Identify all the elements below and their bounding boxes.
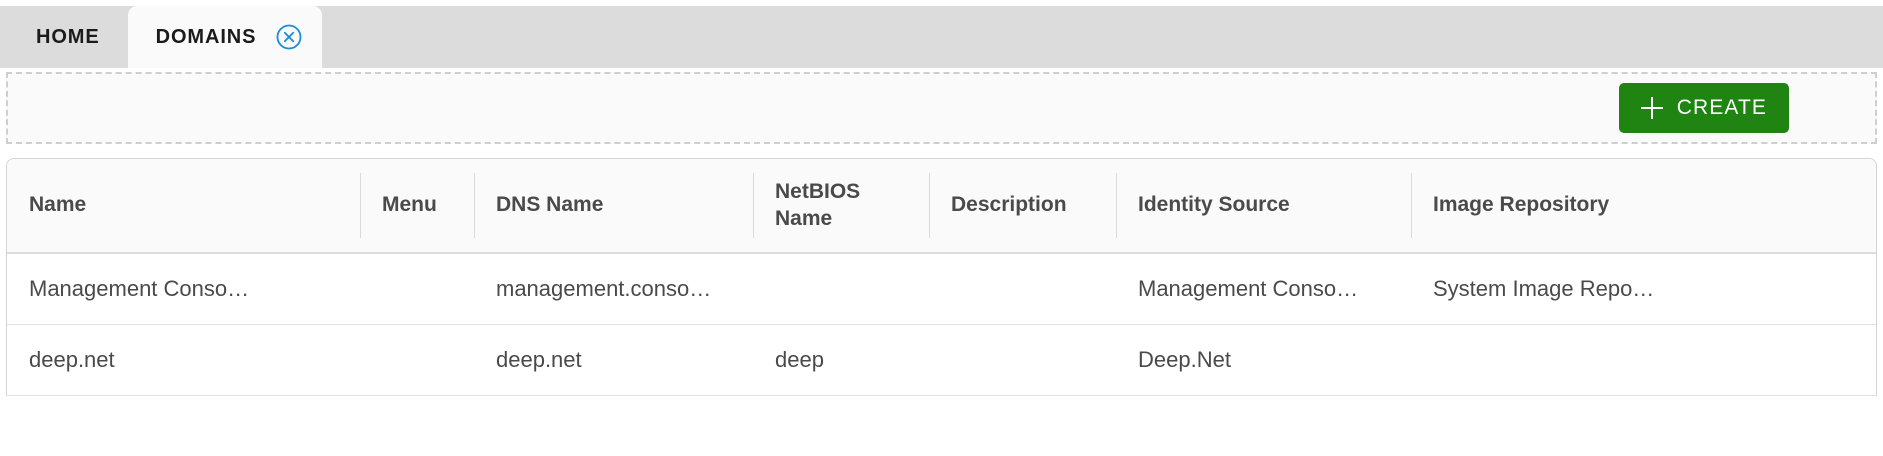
cell-menu[interactable] <box>360 324 474 395</box>
column-header-desc[interactable]: Description <box>929 159 1116 253</box>
cell-netbios: deep <box>775 346 824 372</box>
cell-desc <box>929 253 1116 324</box>
column-header-menu[interactable]: Menu <box>360 159 474 253</box>
create-button-label: CREATE <box>1676 96 1767 119</box>
column-header-dns[interactable]: DNS Name <box>474 159 753 253</box>
column-header-netbios[interactable]: NetBIOS Name <box>753 159 929 253</box>
cell-name: Management Conso… <box>29 275 250 301</box>
table-row[interactable]: deep.net deep.net deep Deep.Net <box>7 324 1876 395</box>
cell-dns: deep.net <box>496 346 582 372</box>
cell-identity: Deep.Net <box>1138 346 1231 372</box>
close-circle-icon[interactable] <box>274 22 304 52</box>
table-body: Management Conso… management.conso… Mana… <box>7 253 1876 395</box>
table-header-row: Name Menu DNS Name NetBIOS Name Descript… <box>7 159 1876 253</box>
cell-netbios <box>753 253 929 324</box>
plus-icon <box>1640 97 1663 119</box>
table-row[interactable]: Management Conso… management.conso… Mana… <box>7 253 1876 324</box>
column-header-image[interactable]: Image Repository <box>1411 159 1876 253</box>
domains-table: Name Menu DNS Name NetBIOS Name Descript… <box>7 159 1876 396</box>
column-header-identity[interactable]: Identity Source <box>1116 159 1411 253</box>
column-header-name[interactable]: Name <box>29 193 87 217</box>
cell-name: deep.net <box>29 346 115 372</box>
tab-domains-label: DOMAINS <box>155 25 257 48</box>
cell-identity: Management Conso… <box>1138 275 1359 301</box>
create-button[interactable]: CREATE <box>1618 83 1789 133</box>
tab-home[interactable]: HOME <box>8 6 128 68</box>
table-header: Name Menu DNS Name NetBIOS Name Descript… <box>7 159 1876 253</box>
tab-home-label: HOME <box>36 25 100 48</box>
domains-table-container: Name Menu DNS Name NetBIOS Name Descript… <box>6 158 1877 396</box>
action-toolbar: CREATE <box>6 72 1877 144</box>
toolbar-region: CREATE <box>0 68 1883 150</box>
cell-desc <box>929 324 1116 395</box>
cell-image <box>1411 324 1876 395</box>
cell-image: System Image Repo… <box>1433 275 1655 301</box>
cell-menu[interactable] <box>360 253 474 324</box>
tab-domains[interactable]: DOMAINS <box>127 6 323 68</box>
tab-bar: HOME DOMAINS <box>0 0 1883 68</box>
cell-dns: management.conso… <box>496 275 712 301</box>
